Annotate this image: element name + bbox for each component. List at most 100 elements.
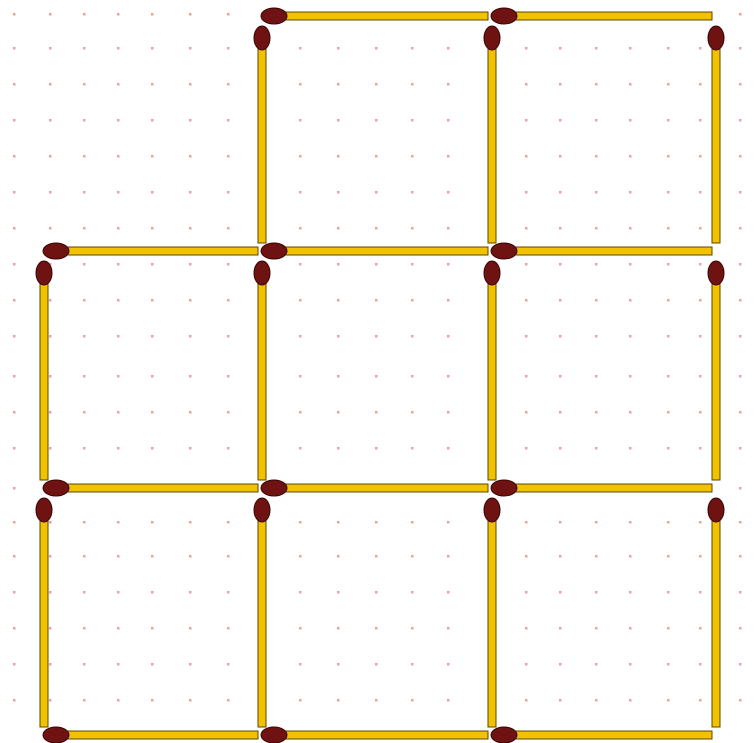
match-head	[261, 727, 287, 743]
grid-dot	[117, 263, 120, 266]
grid-dot	[667, 119, 670, 122]
matchstick-horizontal[interactable]	[43, 243, 258, 259]
matchstick-vertical[interactable]	[254, 498, 270, 727]
grid-dot	[375, 335, 378, 338]
grid-dot	[49, 555, 52, 558]
grid-dot	[525, 263, 528, 266]
grid-dot	[559, 447, 562, 450]
grid-dot	[411, 447, 414, 450]
grid-dot	[525, 227, 528, 230]
grid-dot	[629, 591, 632, 594]
matchstick-horizontal[interactable]	[491, 480, 712, 496]
grid-dot	[83, 375, 86, 378]
grid-dot	[189, 335, 192, 338]
grid-dot	[595, 663, 598, 666]
grid-dot	[739, 263, 742, 266]
grid-dot	[189, 555, 192, 558]
matchstick-vertical[interactable]	[36, 498, 52, 727]
grid-dot	[83, 663, 86, 666]
grid-dot	[595, 155, 598, 158]
grid-dot	[83, 155, 86, 158]
grid-dot	[189, 155, 192, 158]
grid-dot	[151, 119, 154, 122]
matchstick-horizontal[interactable]	[261, 8, 488, 24]
grid-dot	[699, 447, 702, 450]
grid-dot	[151, 627, 154, 630]
matchstick-horizontal[interactable]	[261, 480, 488, 496]
match-head	[484, 26, 500, 50]
grid-dot	[447, 299, 450, 302]
matchstick-horizontal[interactable]	[491, 243, 712, 259]
grid-dot	[83, 555, 86, 558]
grid-dot	[595, 375, 598, 378]
grid-dot	[411, 375, 414, 378]
grid-dot	[117, 375, 120, 378]
grid-dot	[83, 83, 86, 86]
grid-dot	[375, 119, 378, 122]
grid-dot	[227, 591, 230, 594]
grid-dot	[667, 83, 670, 86]
matchstick-horizontal[interactable]	[491, 8, 712, 24]
grid-dot	[117, 83, 120, 86]
grid-dot	[375, 411, 378, 414]
grid-dot	[151, 411, 154, 414]
grid-dot	[375, 627, 378, 630]
grid-dot	[629, 191, 632, 194]
grid-dot	[117, 155, 120, 158]
grid-dot	[189, 47, 192, 50]
grid-dot	[83, 13, 86, 16]
grid-dot	[337, 299, 340, 302]
grid-dot	[411, 521, 414, 524]
grid-dot	[227, 13, 230, 16]
matchstick-vertical[interactable]	[708, 261, 724, 480]
grid-dot	[629, 555, 632, 558]
grid-dot	[299, 627, 302, 630]
matchstick-horizontal[interactable]	[43, 727, 258, 743]
matchstick-vertical[interactable]	[254, 26, 270, 243]
grid-dot	[49, 627, 52, 630]
grid-dot	[49, 663, 52, 666]
matchstick-vertical[interactable]	[484, 26, 500, 243]
grid-dot	[411, 83, 414, 86]
grid-dot	[595, 699, 598, 702]
matchstick-horizontal[interactable]	[261, 243, 488, 259]
matchstick-horizontal[interactable]	[491, 727, 712, 743]
grid-dot	[13, 227, 16, 230]
grid-dot	[411, 299, 414, 302]
grid-dot	[299, 155, 302, 158]
grid-dot	[299, 119, 302, 122]
grid-dot	[227, 447, 230, 450]
grid-dot	[667, 263, 670, 266]
matchstick-vertical[interactable]	[484, 498, 500, 727]
grid-dot	[447, 83, 450, 86]
grid-dot	[447, 627, 450, 630]
grid-dot	[337, 447, 340, 450]
matchstick-vertical[interactable]	[254, 261, 270, 480]
match-head	[254, 498, 270, 522]
grid-dot	[411, 699, 414, 702]
grid-dot	[83, 47, 86, 50]
grid-dot	[227, 191, 230, 194]
grid-dot	[375, 555, 378, 558]
grid-dot	[629, 375, 632, 378]
grid-dot	[375, 47, 378, 50]
grid-dot	[49, 191, 52, 194]
grid-dot	[411, 227, 414, 230]
match-head	[708, 261, 724, 285]
matchstick-vertical[interactable]	[484, 261, 500, 480]
grid-dot	[83, 521, 86, 524]
grid-dot	[595, 299, 598, 302]
grid-dot	[447, 191, 450, 194]
matchstick-vertical[interactable]	[708, 26, 724, 243]
grid-dot	[49, 591, 52, 594]
grid-dot	[13, 699, 16, 702]
grid-dot	[151, 335, 154, 338]
matchstick-horizontal[interactable]	[43, 480, 258, 496]
matchstick-vertical[interactable]	[708, 498, 724, 727]
grid-dot	[151, 83, 154, 86]
matchstick-horizontal[interactable]	[261, 727, 488, 743]
grid-dot	[411, 591, 414, 594]
grid-dot	[667, 521, 670, 524]
grid-dot	[525, 191, 528, 194]
grid-dot	[299, 263, 302, 266]
